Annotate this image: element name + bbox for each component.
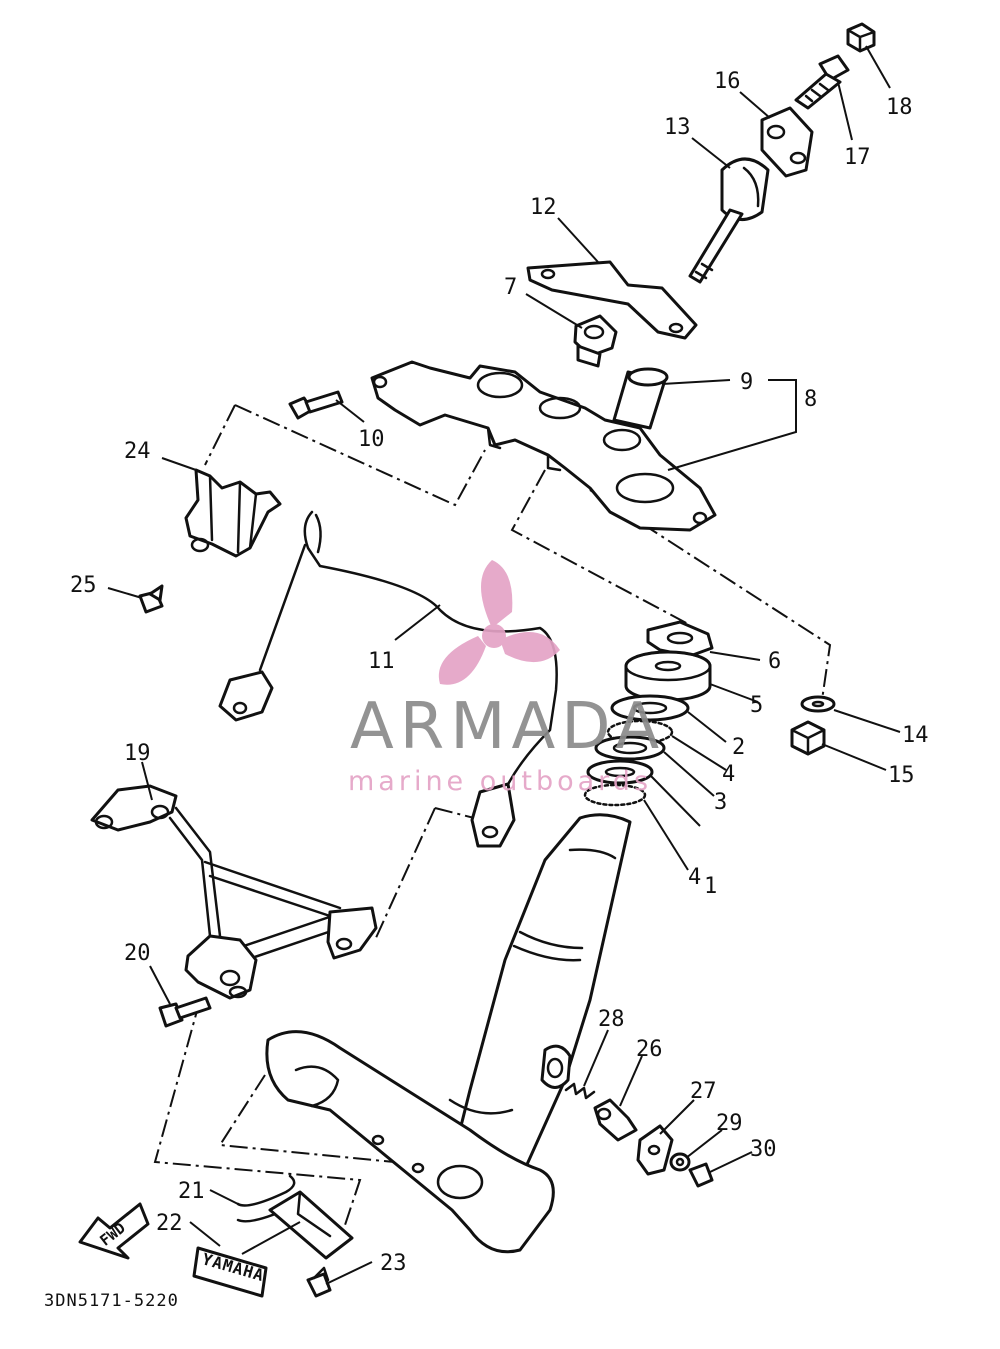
part-28-spring xyxy=(564,1082,596,1100)
steering-stem xyxy=(265,813,632,1254)
part-19-stay xyxy=(90,784,378,1000)
callout-30: 30 xyxy=(750,1137,777,1162)
watermark-tagline: marine outboards xyxy=(348,766,652,797)
callout-26: 26 xyxy=(636,1037,663,1062)
part-6-washer xyxy=(646,620,714,658)
part-12-plate xyxy=(526,260,698,340)
callout-6: 6 xyxy=(768,649,781,674)
part-30-screw xyxy=(688,1162,714,1188)
callout-23: 23 xyxy=(380,1251,407,1276)
callout-10: 10 xyxy=(358,427,385,452)
callout-12: 12 xyxy=(530,195,557,220)
part-24-bracket xyxy=(184,468,282,558)
callout-5: 5 xyxy=(750,693,763,718)
part-13-holder xyxy=(688,157,770,284)
callout-19: 19 xyxy=(124,741,151,766)
part-26-lock xyxy=(593,1098,638,1142)
yamaha-emblem: YAMAHA xyxy=(192,1246,268,1298)
callout-29: 29 xyxy=(716,1111,743,1136)
callout-13: 13 xyxy=(664,115,691,140)
assembly-lines xyxy=(153,404,832,1241)
part-2-bearing-race xyxy=(610,694,690,722)
callout-4-lower: 4 xyxy=(688,865,701,890)
callout-17: 17 xyxy=(844,145,871,170)
part-27-plate xyxy=(636,1124,674,1176)
callout-27: 27 xyxy=(690,1079,717,1104)
callout-2: 2 xyxy=(732,735,745,760)
part-18-nut xyxy=(846,22,876,53)
callout-14: 14 xyxy=(902,723,929,748)
callout-25: 25 xyxy=(70,573,97,598)
callout-4-upper: 4 xyxy=(722,762,735,787)
fwd-arrow-icon: FWD xyxy=(78,1202,150,1260)
part-10-bolt xyxy=(288,390,344,420)
part-code: 3DN5171-5220 xyxy=(44,1291,179,1311)
callout-24: 24 xyxy=(124,439,151,464)
callout-28: 28 xyxy=(598,1007,625,1032)
part-3-bearing-race xyxy=(594,735,666,761)
callout-21: 21 xyxy=(178,1179,205,1204)
part-20-bolt xyxy=(158,996,212,1028)
callout-18: 18 xyxy=(886,95,913,120)
part-1-bearing-race xyxy=(586,759,654,785)
part-16-clamp xyxy=(760,106,814,178)
callout-labels: 1 2 3 4 4 5 6 7 8 9 10 11 12 13 14 15 16… xyxy=(70,69,929,1276)
part-17-bolt xyxy=(794,54,850,110)
callout-16: 16 xyxy=(714,69,741,94)
part-22-emblem-plate xyxy=(268,1190,354,1260)
armada-watermark: ARMADA marine outboards xyxy=(348,560,665,797)
callout-7: 7 xyxy=(504,275,517,300)
callout-22: 22 xyxy=(156,1211,183,1236)
callout-1: 1 xyxy=(704,874,717,899)
part-11-cable xyxy=(218,510,558,848)
part-23-screw xyxy=(306,1266,332,1298)
part-15-nut xyxy=(790,720,826,756)
part-29-washer xyxy=(669,1152,691,1172)
watermark-brand: ARMADA xyxy=(350,690,665,764)
part-25-bolt xyxy=(138,584,164,614)
part-8-upper-bracket xyxy=(370,360,717,532)
propeller-logo-icon xyxy=(438,560,560,685)
callout-15: 15 xyxy=(888,763,915,788)
callout-9: 9 xyxy=(740,370,753,395)
part-7-bolt xyxy=(573,314,618,368)
callout-8: 8 xyxy=(804,387,817,412)
callout-3: 3 xyxy=(714,790,727,815)
leader-lines xyxy=(107,45,901,1285)
callout-11: 11 xyxy=(368,649,395,674)
part-9-collar xyxy=(612,367,669,430)
part-14-washer xyxy=(800,695,836,713)
part-4-ball-ring-lower xyxy=(583,783,647,807)
callout-20: 20 xyxy=(124,941,151,966)
